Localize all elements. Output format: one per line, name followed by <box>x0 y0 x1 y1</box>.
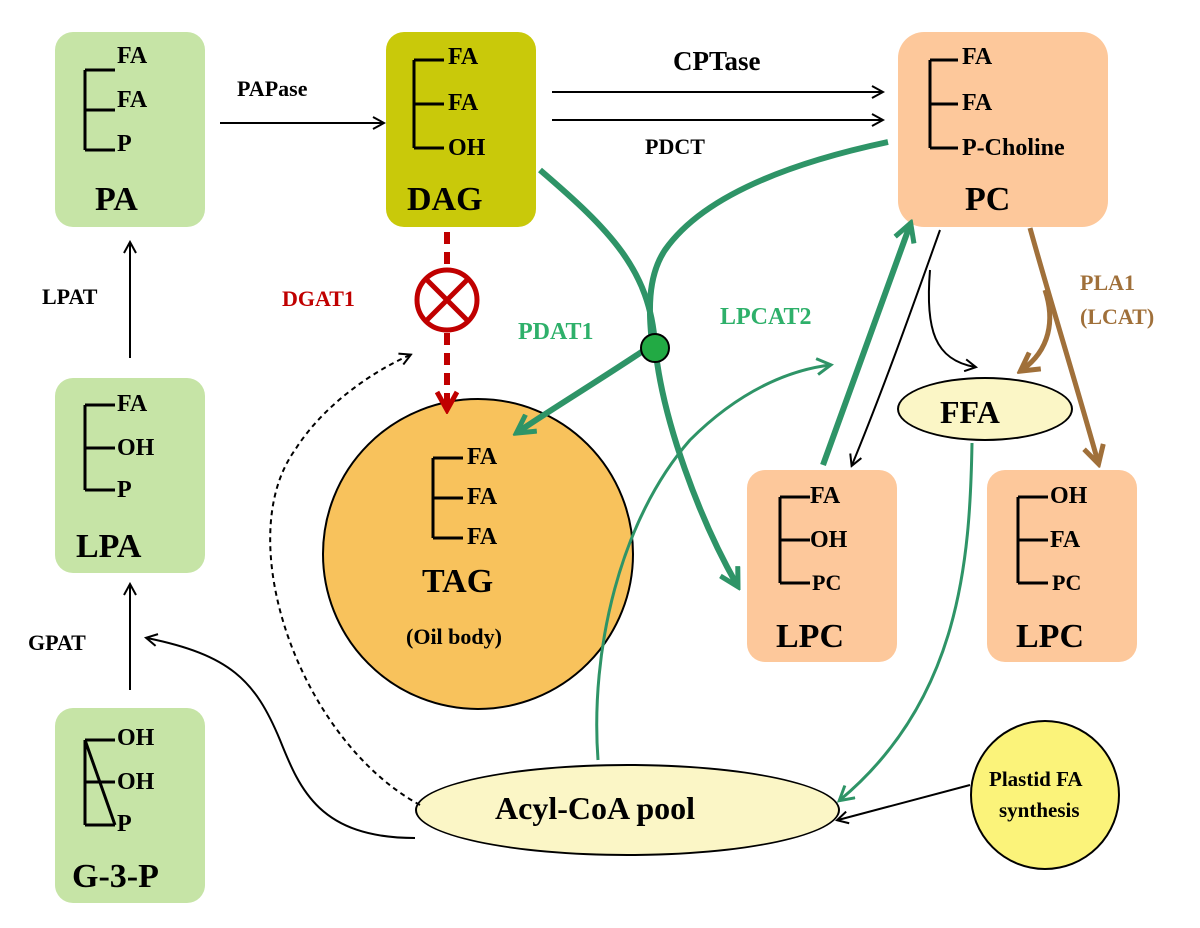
lpc2-box <box>987 470 1137 662</box>
pc-fa2: FA <box>962 90 993 116</box>
ffa-label: FFA <box>940 394 1000 430</box>
chain-brackets <box>83 58 1048 827</box>
plastid-to-acyl-arrow <box>838 784 971 820</box>
lpa-p: P <box>117 477 132 503</box>
lpc2-label: LPC <box>1016 618 1084 655</box>
lcat-label: (LCAT) <box>1080 304 1155 329</box>
tag-subtitle: (Oil body) <box>406 624 502 649</box>
pdct-label: PDCT <box>645 134 705 159</box>
dag-label: DAG <box>407 181 483 218</box>
lpcat2-lpc-to-pc <box>820 225 910 467</box>
pc-pcholine: P-Choline <box>962 135 1065 161</box>
dag-box <box>386 32 536 227</box>
tag-fa2: FA <box>467 484 498 510</box>
ffa-to-acyl <box>840 442 974 800</box>
ffa-node <box>897 377 1073 441</box>
lpc1-pc: PC <box>812 570 842 595</box>
pdat1-pc-to-tag <box>518 139 889 432</box>
dag-fa2: FA <box>448 90 479 116</box>
pla1-label: PLA1 <box>1080 270 1135 295</box>
dag-oh: OH <box>448 135 486 161</box>
pa-fa1: FA <box>117 43 148 69</box>
pdat1-junction-dot <box>640 333 670 363</box>
pla1-to-ffa <box>1022 289 1053 370</box>
lpc2-fa: FA <box>1050 527 1081 553</box>
lpc2-oh: OH <box>1050 483 1088 509</box>
dag-fa1: FA <box>448 44 479 70</box>
lpa-label: LPA <box>76 528 142 565</box>
pc-label: PC <box>965 181 1011 218</box>
g3p-box <box>55 708 205 903</box>
acyl-to-dgat-dashed <box>269 355 421 806</box>
acyl-to-lpcat2 <box>595 365 830 761</box>
acyl-coa-label: Acyl-CoA pool <box>495 790 695 826</box>
lpc1-fa: FA <box>810 483 841 509</box>
plastid-line2: synthesis <box>999 798 1080 822</box>
g3p-oh2: OH <box>117 769 155 795</box>
gpat-label: GPAT <box>28 630 86 655</box>
plastid-fa-synthesis <box>970 720 1120 870</box>
pa-box <box>55 32 205 227</box>
pa-label: PA <box>95 181 138 218</box>
pla1-pc-to-lpc <box>1027 227 1098 462</box>
lpa-oh: OH <box>117 435 155 461</box>
dgat1-label: DGAT1 <box>282 286 355 311</box>
dgat1-blocked-icon <box>414 267 480 333</box>
acyl-coa-pool <box>415 764 840 856</box>
pdat1-label: PDAT1 <box>518 319 594 345</box>
lpcat2-label: LPCAT2 <box>720 304 812 330</box>
pa-fa2: FA <box>117 87 148 113</box>
cptase-label: CPTase <box>673 46 761 76</box>
lpc1-oh: OH <box>810 527 848 553</box>
lpa-box <box>55 378 205 573</box>
g3p-oh1: OH <box>117 725 155 751</box>
papase-label: PAPase <box>237 76 308 101</box>
g3p-label: G-3-P <box>72 858 159 895</box>
lpat-label: LPAT <box>42 284 98 309</box>
lpa-fa: FA <box>117 391 148 417</box>
pc-fa1: FA <box>962 44 993 70</box>
lpc1-label: LPC <box>776 618 844 655</box>
tag-fa3: FA <box>467 524 498 550</box>
pa-p: P <box>117 131 132 157</box>
tag-label: TAG <box>422 563 494 600</box>
g3p-p: P <box>117 811 132 837</box>
pc-box <box>898 32 1108 227</box>
pc-to-lpc-arrow <box>852 229 941 465</box>
lpc2-pc: PC <box>1052 570 1082 595</box>
tag-fa1: FA <box>467 444 498 470</box>
plastid-line1: Plastid FA <box>989 767 1083 791</box>
lpc1-box <box>747 470 897 662</box>
pc-to-ffa-arrow <box>927 269 975 367</box>
gpat-feed-arrow <box>147 638 416 839</box>
tag-oil-body <box>322 398 634 710</box>
